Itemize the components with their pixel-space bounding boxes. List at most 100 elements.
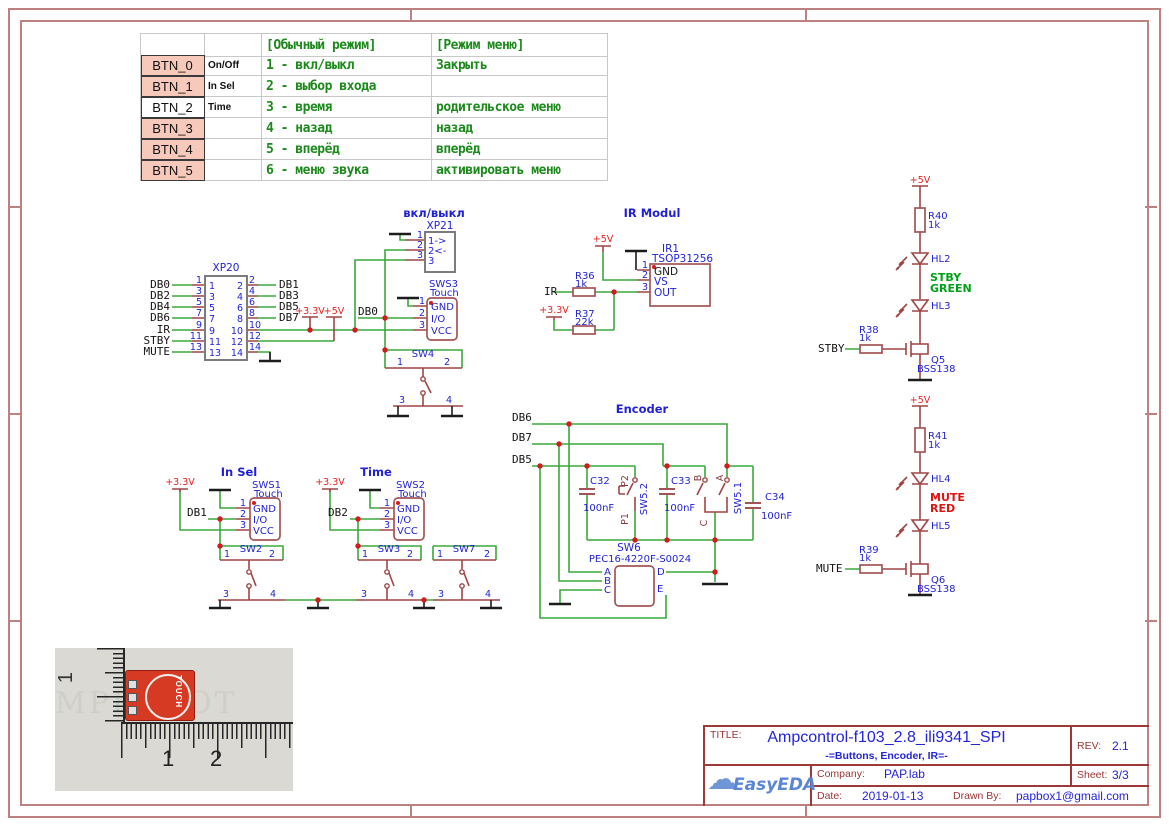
frame-tick	[410, 806, 412, 818]
drawn-by-label: Drawn By:	[953, 790, 1002, 802]
net-db4: DB4	[150, 300, 170, 313]
r36-ref: R36	[575, 271, 595, 282]
touch-module-label: TOUCH	[174, 674, 184, 709]
sw3-ref: SW3	[378, 544, 401, 555]
pin-num: 14	[249, 342, 261, 353]
pin-num: 2	[249, 275, 255, 286]
c32-val: 100nF	[583, 503, 614, 514]
pin-num: 2	[269, 549, 275, 560]
pin-num: 2	[384, 509, 390, 520]
ruler-number: 1	[162, 746, 175, 771]
btn-4-key	[205, 139, 262, 160]
btn-5-cell: BTN_5	[141, 160, 205, 181]
pin-name: D	[657, 567, 665, 578]
frame-tick	[8, 206, 20, 208]
btn-0-menu: Закрыть	[432, 55, 608, 76]
r41-ref: R41	[928, 431, 948, 442]
rev-label: REV:	[1077, 740, 1102, 752]
c34-val: 100nF	[761, 511, 792, 522]
rev-value: 2.1	[1112, 739, 1129, 753]
ruler-number: 2	[210, 746, 223, 771]
btn-3-cell: BTN_3	[141, 118, 205, 139]
pin-num: 3	[642, 282, 648, 293]
pin-num: 3	[223, 589, 229, 600]
pin-num: 3	[384, 520, 390, 531]
sec-onoff: вкл/выкл	[403, 206, 465, 220]
btn-4-menu: вперёд	[432, 139, 608, 160]
frame-tick	[805, 8, 807, 20]
pin-name: 3	[428, 256, 434, 267]
net-db1: DB1	[279, 278, 299, 291]
pin-num: 7	[209, 314, 215, 325]
net-db7: DB7	[279, 311, 299, 324]
btn-1-normal: 2 - выбор входа	[262, 76, 432, 97]
pin-num: 12	[231, 337, 243, 348]
easyeda-logo: ☁ EasyEDA	[707, 762, 816, 802]
pin-name: OUT	[654, 287, 677, 299]
pin-num: 2	[407, 549, 413, 560]
pin-num: 4	[446, 395, 452, 406]
drawn-by-value: papbox1@gmail.com	[1016, 789, 1129, 803]
sheet-subtitle: -=Buttons, Encoder, IR=-	[825, 750, 948, 762]
c33-ref: C33	[671, 476, 691, 487]
r39-body	[859, 564, 883, 574]
pin-num: 1	[196, 275, 202, 286]
pin-num: 3	[438, 589, 444, 600]
ir1-ref: IR1	[662, 243, 679, 255]
pin-num: 11	[190, 331, 202, 342]
pin-num: 1	[209, 281, 215, 292]
pin-name: GND	[253, 504, 276, 515]
pin-num: 1	[224, 549, 230, 560]
mute-note: MUTE	[930, 491, 965, 504]
frame-tick	[1145, 620, 1157, 622]
btn-3-key	[205, 118, 262, 139]
module-pad	[128, 706, 137, 715]
q5-val: BSS138	[917, 364, 955, 375]
pin-num: 2	[419, 308, 425, 319]
pin-num: 4	[270, 589, 276, 600]
pin-name: VS	[654, 276, 668, 288]
hl4-ref: HL4	[931, 474, 950, 485]
pin-num: 1	[642, 260, 648, 271]
pin-num: 14	[231, 348, 243, 359]
sw7-ref: SW7	[453, 544, 476, 555]
stby-note2: GREEN	[930, 282, 972, 295]
flag-5v: +5V	[593, 234, 614, 245]
net-db6-e: DB6	[512, 411, 532, 424]
r36-body	[572, 287, 596, 297]
btn-2-menu: родительское меню	[432, 97, 608, 118]
net-mute: MUTE	[144, 345, 171, 358]
pin-name: 1->	[428, 236, 446, 247]
pin-name: GND	[431, 302, 454, 313]
pin-num: 3	[209, 292, 215, 303]
pin-num: 2	[417, 240, 423, 251]
pin-num: 12	[249, 331, 261, 342]
btn-2-key: Time	[205, 97, 262, 118]
q5-ref: Q5	[931, 355, 945, 366]
net-stby: STBY	[144, 334, 171, 347]
xp20-body	[204, 275, 248, 361]
r40-val: 1k	[928, 220, 940, 231]
r36-val: 1k	[575, 279, 587, 290]
ir1-val: TSOP31256	[651, 253, 713, 265]
horizontal-ruler	[121, 722, 293, 758]
hl3-ref: HL3	[931, 301, 950, 312]
frame-tick	[1145, 413, 1157, 415]
pin-name: VCC	[253, 526, 274, 537]
pin-num: 9	[209, 326, 215, 337]
sw4-ref: SW4	[412, 349, 435, 360]
c32-ref: C32	[590, 476, 610, 487]
hl2-ref: HL2	[931, 254, 950, 265]
xp21-body	[424, 231, 456, 273]
ir1-body	[649, 263, 711, 307]
r37-val: 22k	[575, 317, 594, 328]
pin-num: 7	[196, 308, 202, 319]
c33-val: 100nF	[664, 503, 695, 514]
btn-3-menu: назад	[432, 118, 608, 139]
pin-num: 1	[397, 357, 403, 368]
sw6-ref: SW6	[617, 542, 641, 554]
pin-num: 1	[362, 549, 368, 560]
net-db5: DB5	[279, 300, 299, 313]
